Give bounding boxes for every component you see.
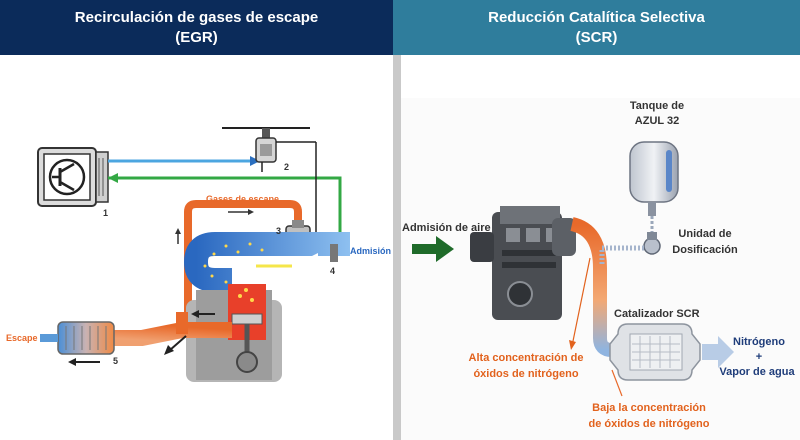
solenoid-valve-icon [222,127,317,232]
escape-label: Escape [6,333,38,343]
scr-title: Reducción Catalítica Selectiva [488,8,705,26]
dosing-line [599,245,644,264]
panel-divider [393,55,401,440]
egr-number-2: 2 [284,162,290,172]
nox-leader-line [571,257,591,347]
intake-throttle [330,244,338,262]
scr-header: Reducción Catalítica Selectiva (SCR) [393,0,800,55]
admision-label: Admisión [350,246,392,256]
egr-diagram [37,127,350,382]
egr-title: Recirculación de gases de escape [74,8,319,26]
egr-number-3: 3 [276,226,282,236]
alta-concentracion-line1: Alta concentración de [468,352,584,364]
scr-exhaust-flow [570,217,624,357]
unidad-label-line2: Dosificación [672,244,738,256]
gases-escape-label: Gases de escape [206,194,280,204]
egr-number-4: 4 [330,266,336,276]
azul32-tank-icon [629,141,679,216]
scr-abbrev: (SCR) [575,28,618,46]
nitrogeno-label: Nitrógeno [733,336,785,348]
engine-cylinder-icon [186,284,282,382]
catalizador-label: Catalizador SCR [614,308,700,320]
intake-particles [203,242,264,284]
unidad-label-line1: Unidad de [678,228,732,240]
baja-concentracion-line2: de óxidos de nitrógeno [588,418,710,430]
vapor-label: Vapor de agua [719,366,795,378]
reduced-nox-leader-line [611,369,623,397]
egr-header: Recirculación de gases de escape (EGR) [0,0,393,55]
egr-number-5: 5 [113,356,119,366]
tanque-label-line2: AZUL 32 [634,115,680,127]
plus-label: + [755,351,763,363]
exhaust-pipe [110,322,232,346]
outlet-arrow-icon [702,336,734,368]
ecu-module-icon [37,147,109,207]
intake-arrow-icon [412,236,454,262]
baja-concentracion-line1: Baja la concentración [592,402,706,414]
feedback-wire-green [108,176,342,238]
intake-manifold [183,232,350,292]
egr-return-pipe [184,200,302,316]
scr-catalyst-icon [609,323,701,381]
alta-concentracion-line2: óxidos de nitrógeno [473,368,579,380]
engine-block-icon [470,206,576,320]
tanque-label-line1: Tanque de [629,100,685,112]
admision-aire-label: Admisión de aire [402,222,491,234]
egr-number-1: 1 [103,208,109,218]
muffler-icon [40,321,115,355]
egr-abbrev: (EGR) [175,28,218,46]
dosing-unit-icon [643,232,661,255]
